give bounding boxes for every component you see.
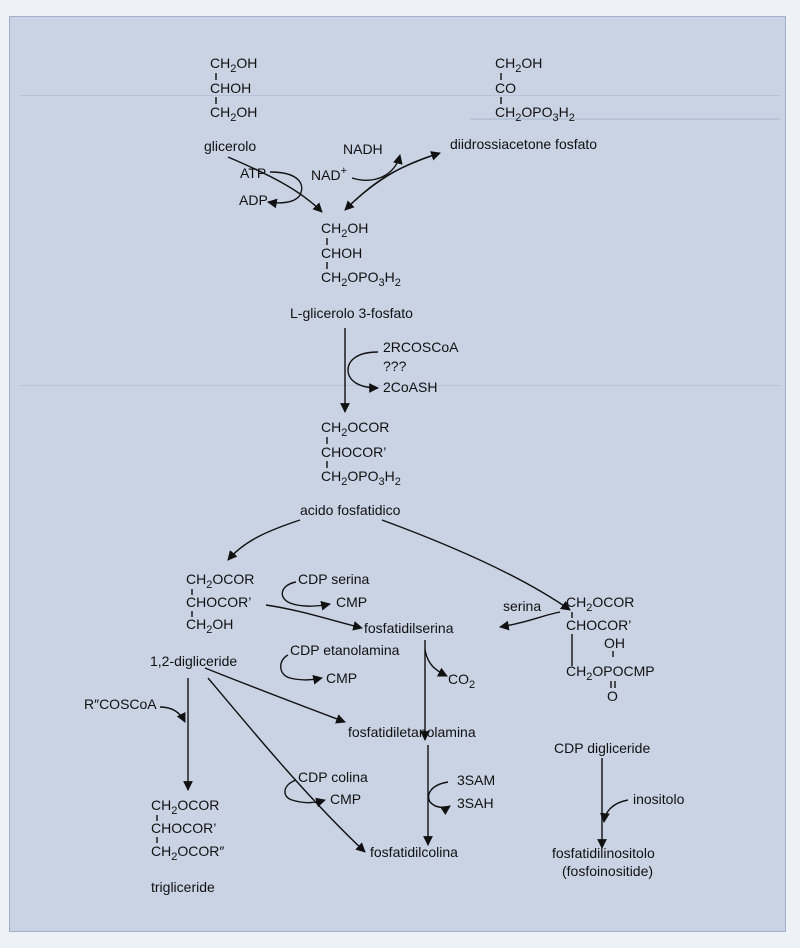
svg-text:CH2OH: CH2OH xyxy=(210,104,257,124)
pi-label: fosfatidilinositolo xyxy=(552,845,655,861)
serina-exchange-arrow xyxy=(499,611,561,631)
svg-text:CH2OPO3H2: CH2OPO3H2 xyxy=(321,269,401,289)
dhap-structure: CH2OH CO CH2OPO3H2 diidrossiacetone fosf… xyxy=(450,55,597,152)
co2-release-arrow xyxy=(424,649,448,677)
svg-text:O: O xyxy=(607,688,618,704)
inositolo-arrow xyxy=(600,799,629,823)
ps-label: fosfatidilserina xyxy=(364,620,454,636)
svg-text:CHOH: CHOH xyxy=(321,245,362,261)
svg-text:CHOCOR’: CHOCOR’ xyxy=(321,444,386,460)
nad-label: NAD+ xyxy=(311,165,347,183)
dhap-label: diidrossiacetone fosfato xyxy=(450,136,597,152)
svg-text:CHOCOR’: CHOCOR’ xyxy=(566,617,631,633)
atp-label: ATP xyxy=(240,165,266,181)
cdp-serina-arrow xyxy=(281,581,331,611)
cdp-etanolamina-arrow xyxy=(280,654,323,685)
glycerol-structure: CH2OH CHOH CH2OH glicerolo xyxy=(204,55,257,154)
cmp3-label: CMP xyxy=(330,791,361,807)
dag-label: 1,2-digliceride xyxy=(150,653,237,669)
svg-text:CH2OCOR: CH2OCOR xyxy=(321,419,389,439)
serina-label: serina xyxy=(503,598,541,614)
svg-text:CHOCOR’: CHOCOR’ xyxy=(186,594,251,610)
svg-text:OH: OH xyxy=(604,635,625,651)
svg-text:CH2OH: CH2OH xyxy=(210,55,257,75)
pa-structure: CH2OCOR CHOCOR’ CH2OPO3H2 acido fosfatid… xyxy=(300,419,401,518)
dhap-to-g3p-arrow xyxy=(344,152,441,211)
cmp2-label: CMP xyxy=(326,670,357,686)
sah-label: 3SAH xyxy=(457,795,494,811)
dag-to-ps-arrow xyxy=(265,604,363,631)
acyl3-arrow xyxy=(159,706,186,723)
svg-text:CH2OH: CH2OH xyxy=(321,220,368,240)
svg-text:CH2OH: CH2OH xyxy=(186,616,233,636)
g3p-label: L-glicerolo 3-fosfato xyxy=(290,305,413,321)
background-table-ghost xyxy=(20,95,780,386)
dag-structure: CH2OCOR CHOCOR’ CH2OH 1,2-digliceride xyxy=(150,571,254,669)
co2-label: CO2 xyxy=(448,671,475,691)
figure-panel xyxy=(9,16,786,932)
svg-text:CH2OPO3H2: CH2OPO3H2 xyxy=(321,468,401,488)
svg-text:CH2OCOR: CH2OCOR xyxy=(186,571,254,591)
g3p-to-dhap-arrow xyxy=(344,151,441,211)
atp-adp-arrow xyxy=(267,171,303,209)
tag-label: trigliceride xyxy=(151,879,215,895)
adp-label: ADP xyxy=(239,192,268,208)
svg-text:CH2OCOR: CH2OCOR xyxy=(566,594,634,614)
svg-text:CH2OH: CH2OH xyxy=(495,55,542,75)
cdp-serina-label: CDP serina xyxy=(298,571,370,587)
glycerol-label: glicerolo xyxy=(204,138,256,154)
sam-label: 3SAM xyxy=(457,772,495,788)
svg-text:CH2OPO3H2: CH2OPO3H2 xyxy=(495,104,575,124)
dag-to-pc-arrow xyxy=(207,677,366,853)
tag-structure: CH2OCOR CHOCOR’ CH2OCOR″ trigliceride xyxy=(151,797,224,895)
inositolo-label: inositolo xyxy=(633,791,685,807)
coash-label: 2CoASH xyxy=(383,379,437,395)
pc-label: fosfatidilcolina xyxy=(370,844,458,860)
acyl-coa-label: 2RCOSCoA xyxy=(383,339,459,355)
pa-label: acido fosfatidico xyxy=(300,502,401,518)
sam-sah-arrow xyxy=(427,781,451,815)
nad-nadh-arrow xyxy=(351,154,403,181)
nadh-label: NADH xyxy=(343,141,383,157)
pe-label: fosfatidiletanolamina xyxy=(348,724,476,740)
pa-to-cdpdag-arrow xyxy=(381,519,571,611)
acyl3-label: R″COSCoA xyxy=(84,696,157,712)
svg-text:CHOCOR’: CHOCOR’ xyxy=(151,820,216,836)
acyl-transfer-arrow xyxy=(347,351,379,393)
svg-text:CO: CO xyxy=(495,80,516,96)
cmp1-label: CMP xyxy=(336,594,367,610)
cdpdag-label: CDP digliceride xyxy=(554,740,650,756)
unknown-label: ??? xyxy=(383,358,407,374)
dag-to-pe-arrow xyxy=(204,667,346,724)
cdp-colina-label: CDP colina xyxy=(298,769,368,785)
g3p-structure: CH2OH CHOH CH2OPO3H2 L-glicerolo 3-fosfa… xyxy=(290,220,413,321)
svg-text:CHOH: CHOH xyxy=(210,80,251,96)
svg-text:CH2OCOR: CH2OCOR xyxy=(151,797,219,817)
svg-text:CH2OPOCMP: CH2OPOCMP xyxy=(566,663,655,683)
svg-text:CH2OCOR″: CH2OCOR″ xyxy=(151,843,224,863)
pa-to-dag-arrow xyxy=(227,519,301,561)
pi-alt-label: (fosfoinositide) xyxy=(562,863,653,879)
glycerol-to-g3p-arrow xyxy=(227,156,323,213)
cdp-etanolamina-label: CDP etanolamina xyxy=(290,642,400,658)
cdpdag-structure: CH2OCOR CHOCOR’ OH CH2OPOCMP O CDP digli… xyxy=(554,594,655,756)
